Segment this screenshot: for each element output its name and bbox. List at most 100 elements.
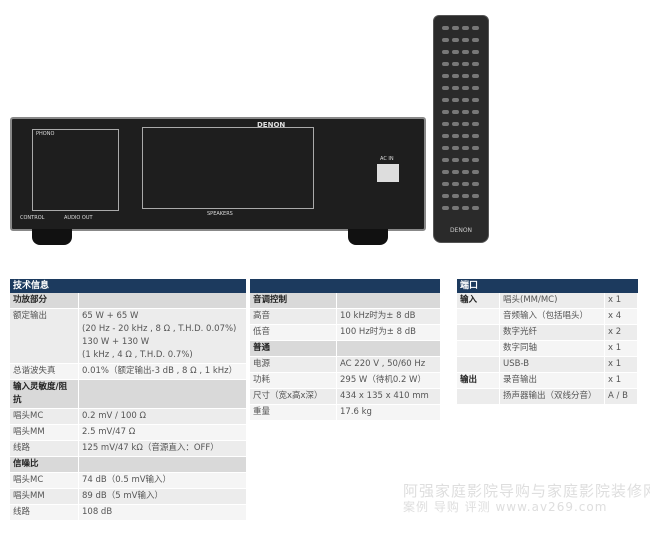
remote-button (452, 50, 459, 54)
row-label: 电源 (250, 356, 337, 373)
port-count: x 4 (604, 308, 638, 325)
speakers-label: SPEAKERS (207, 211, 233, 217)
remote-button (462, 158, 469, 162)
row-value: 0.2 mV / 100 Ω (78, 408, 246, 425)
port-group (457, 308, 500, 325)
table-group-row: 普通 (250, 340, 440, 357)
remote-button (452, 122, 459, 126)
port-group: 输入 (457, 293, 500, 309)
remote-button (452, 206, 459, 210)
row-label: 唱头MC (10, 408, 79, 425)
remote-button (452, 158, 459, 162)
table-group-row: 输入灵敏度/阻抗 (10, 379, 246, 409)
port-group (457, 388, 500, 405)
spec-table-header (250, 279, 440, 293)
remote-button (472, 134, 479, 138)
row-value: 10 kHz时为± 8 dB (336, 308, 440, 325)
remote-button (472, 170, 479, 174)
remote-button (462, 50, 469, 54)
row-label: 额定输出 (10, 308, 79, 364)
port-count: x 1 (604, 340, 638, 357)
table-group-row: 信噪比 (10, 456, 246, 473)
port-name: USB-B (499, 356, 605, 373)
remote-control: DENON (433, 15, 489, 243)
row-value: 434 x 135 x 410 mm (336, 388, 440, 405)
audio-out-label: AUDIO OUT (64, 215, 93, 221)
remote-button (442, 62, 449, 66)
row-label: 低音 (250, 324, 337, 341)
row-label: 高音 (250, 308, 337, 325)
row-label: 尺寸（宽x高x深） (250, 388, 337, 405)
port-name: 录音输出 (499, 372, 605, 389)
remote-button (462, 38, 469, 42)
port-count: x 1 (604, 356, 638, 373)
row-label: 唱头MM (10, 488, 79, 505)
remote-button (452, 62, 459, 66)
remote-button (462, 26, 469, 30)
remote-button (472, 86, 479, 90)
remote-button (442, 170, 449, 174)
remote-button (442, 38, 449, 42)
port-name: 音频输入（包括唱头） (499, 308, 605, 325)
remote-button (472, 182, 479, 186)
row-label: 线路 (10, 504, 79, 521)
table-group-row: 音调控制 (250, 293, 440, 309)
row-value: AC 220 V , 50/60 Hz (336, 356, 440, 373)
row-label: 线路 (10, 440, 79, 457)
remote-button (442, 50, 449, 54)
phono-label: PHONO (36, 131, 55, 137)
table-row: 尺寸（宽x高x深）434 x 135 x 410 mm (250, 388, 440, 405)
speaker-terminals (142, 127, 314, 209)
remote-button (442, 122, 449, 126)
row-label: 输入灵敏度/阻抗 (10, 379, 79, 409)
row-value (78, 456, 246, 473)
port-count: A / B (604, 388, 638, 405)
remote-button (442, 134, 449, 138)
remote-button (472, 194, 479, 198)
remote-button (452, 194, 459, 198)
remote-button (452, 74, 459, 78)
spec-table-title: 技术信息 (10, 279, 246, 293)
remote-button (452, 134, 459, 138)
remote-button (442, 158, 449, 162)
remote-button (452, 170, 459, 174)
row-label: 总谐波失真 (10, 363, 79, 380)
amp-brand: DENON (257, 121, 286, 129)
remote-button (472, 62, 479, 66)
remote-button (462, 206, 469, 210)
remote-button (462, 170, 469, 174)
row-label: 功耗 (250, 372, 337, 389)
remote-button (442, 146, 449, 150)
control-label: CONTROL (20, 215, 45, 221)
remote-button (472, 74, 479, 78)
amp-foot (348, 229, 388, 245)
remote-button (442, 194, 449, 198)
input-jacks (32, 129, 119, 211)
remote-button (472, 122, 479, 126)
port-count: x 2 (604, 324, 638, 341)
remote-button (442, 86, 449, 90)
remote-button (472, 50, 479, 54)
port-name: 数字光纤 (499, 324, 605, 341)
row-value: 100 Hz时为± 8 dB (336, 324, 440, 341)
row-label: 音调控制 (250, 293, 337, 309)
port-count: x 1 (604, 372, 638, 389)
remote-button (452, 86, 459, 90)
port-name: 扬声器输出（双线分音） (499, 388, 605, 405)
row-value: 0.01%（额定输出-3 dB , 8 Ω , 1 kHz） (78, 363, 246, 380)
remote-button (452, 146, 459, 150)
remote-button (442, 110, 449, 114)
remote-button (462, 122, 469, 126)
